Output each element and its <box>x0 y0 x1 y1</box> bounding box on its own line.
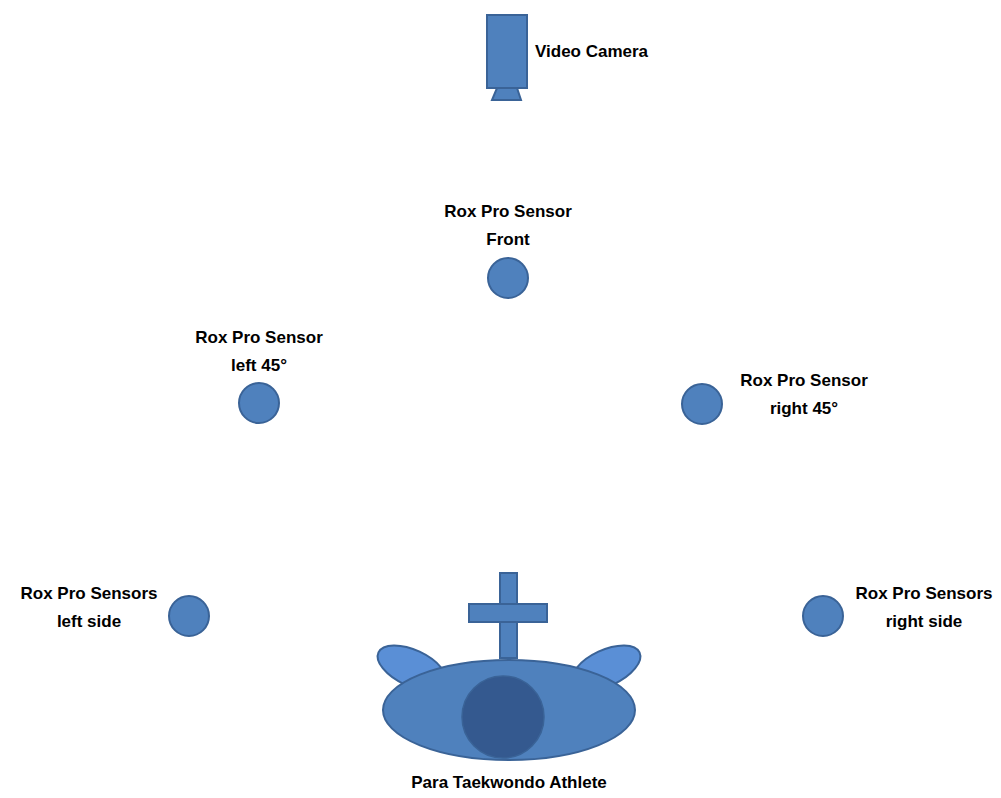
sensor-node: Rox Pro Sensors left side <box>15 578 213 639</box>
node-shape <box>802 595 844 637</box>
node-shape <box>370 566 650 764</box>
sensor-dot <box>169 596 209 636</box>
node-label: Para Taekwondo Athlete <box>411 769 607 797</box>
athlete-body <box>383 660 635 760</box>
node-label: Rox Pro Sensor left 45° <box>187 324 332 380</box>
sensor-node: Rox Pro Sensor Front <box>434 196 583 301</box>
node-shape <box>168 595 210 637</box>
sensor-dot <box>682 384 722 424</box>
sensor-dot <box>488 258 528 298</box>
sensor-node: Rox Pro Sensor left 45° <box>185 322 334 426</box>
node-shape <box>487 257 529 299</box>
sensor-dot <box>803 596 843 636</box>
node-label: Rox Pro Sensors left side <box>17 580 162 636</box>
direction-cross <box>501 605 516 621</box>
sensor-dot <box>239 383 279 423</box>
node-label: Rox Pro Sensor Front <box>436 198 581 254</box>
node-label: Rox Pro Sensor right 45° <box>732 367 877 423</box>
direction-cross <box>500 573 517 658</box>
direction-cross <box>469 604 547 622</box>
node-shape <box>681 383 723 425</box>
node-shape <box>485 13 529 102</box>
sensor-node: Rox Pro Sensor right 45° <box>679 365 879 427</box>
athlete-head <box>462 676 544 758</box>
camera-stand <box>492 88 521 100</box>
node-shape <box>238 382 280 424</box>
sensor-node: Rox Pro Sensors right side <box>800 578 999 639</box>
camera-body <box>487 15 527 88</box>
node-label: Rox Pro Sensors right side <box>852 580 997 636</box>
camera-node: Video Camera <box>483 11 650 104</box>
athlete-node: Para Taekwondo Athlete <box>368 564 652 798</box>
node-label: Video Camera <box>535 38 648 66</box>
